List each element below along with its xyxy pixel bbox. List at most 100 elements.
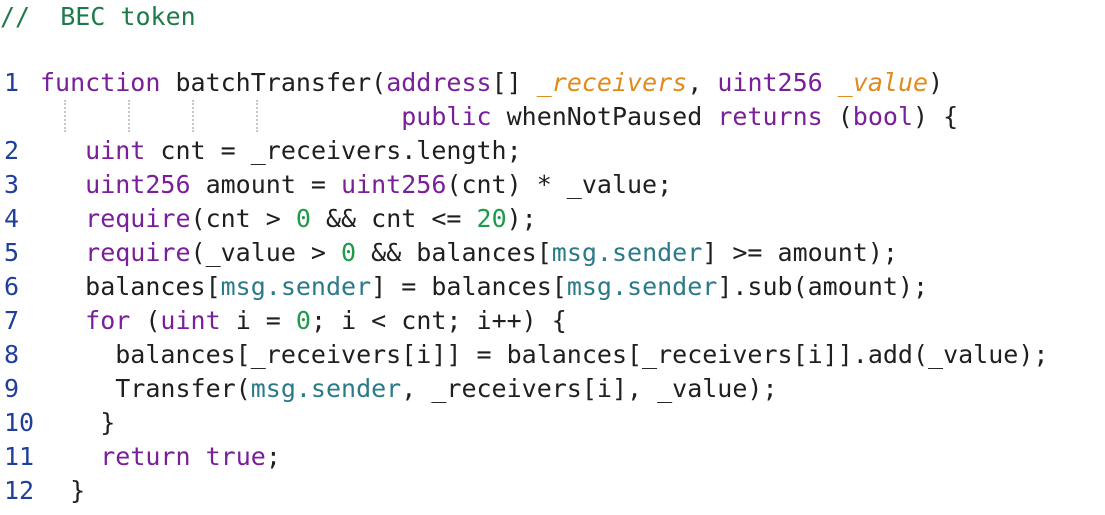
code-token: function bbox=[40, 68, 161, 97]
line-code: uint256 amount = uint256(cnt) * _value; bbox=[40, 168, 672, 202]
code-line: public whenNotPaused returns (bool) { bbox=[0, 100, 958, 134]
code-line: 10 } bbox=[0, 406, 115, 440]
indent-guide bbox=[256, 100, 258, 132]
code-token: public bbox=[401, 102, 492, 131]
line-code: } bbox=[40, 406, 115, 440]
line-number: 7 bbox=[4, 306, 20, 335]
code-token: 0 bbox=[341, 238, 357, 267]
line-number: 10 bbox=[4, 408, 35, 437]
code-token: for bbox=[85, 306, 131, 335]
code-token: batchTransfer( bbox=[160, 68, 387, 97]
indent-guide bbox=[192, 100, 194, 132]
line-code: } bbox=[40, 474, 85, 508]
code-token: uint256 bbox=[341, 170, 447, 199]
line-number: 3 bbox=[4, 170, 20, 199]
code-line: 4 require(cnt > 0 && cnt <= 20); bbox=[0, 202, 537, 236]
code-token: uint bbox=[85, 136, 146, 165]
line-number: 8 bbox=[4, 340, 20, 369]
line-code: require(_value > 0 && balances[msg.sende… bbox=[40, 236, 898, 270]
code-line: 3 uint256 amount = uint256(cnt) * _value… bbox=[0, 168, 672, 202]
code-token: i = bbox=[220, 306, 296, 335]
code-line: 5 require(_value > 0 && balances[msg.sen… bbox=[0, 236, 898, 270]
code-comment: // BEC token bbox=[0, 0, 196, 34]
code-token: } bbox=[40, 476, 86, 505]
code-token: true bbox=[205, 442, 266, 471]
line-code: public whenNotPaused returns (bool) { bbox=[40, 100, 958, 134]
line-number: 11 bbox=[4, 442, 35, 471]
code-token: return bbox=[100, 442, 191, 471]
code-token: (_value > bbox=[190, 238, 342, 267]
code-token: amount = bbox=[190, 170, 342, 199]
code-line: 1 function batchTransfer(address[] _recei… bbox=[0, 66, 943, 100]
code-token bbox=[40, 204, 85, 233]
line-code: function batchTransfer(address[] _receiv… bbox=[40, 66, 943, 100]
code-token: ( bbox=[130, 306, 161, 335]
code-token: Transfer( bbox=[40, 374, 251, 403]
code-token: ] >= amount); bbox=[702, 238, 898, 267]
line-number: 6 bbox=[4, 272, 20, 301]
line-number: 2 bbox=[4, 136, 20, 165]
code-token bbox=[40, 442, 100, 471]
code-token: returns bbox=[717, 102, 823, 131]
line-code: Transfer(msg.sender, _receivers[i], _val… bbox=[40, 372, 778, 406]
code-token bbox=[191, 442, 206, 471]
code-token bbox=[40, 136, 85, 165]
code-token: 20 bbox=[476, 204, 507, 233]
code-line: 9 Transfer(msg.sender, _receivers[i], _v… bbox=[0, 372, 778, 406]
code-token: ; bbox=[265, 442, 281, 471]
line-code: return true; bbox=[40, 440, 281, 474]
code-token: [] bbox=[491, 68, 537, 97]
code-token: uint bbox=[160, 306, 221, 335]
code-token: } bbox=[40, 408, 116, 437]
code-token: balances[ bbox=[40, 272, 221, 301]
line-number: 4 bbox=[4, 204, 20, 233]
code-line: 2 uint cnt = _receivers.length; bbox=[0, 134, 522, 168]
code-token: ); bbox=[506, 204, 537, 233]
code-token: 0 bbox=[295, 306, 311, 335]
line-number: 12 bbox=[4, 476, 35, 505]
line-code: uint cnt = _receivers.length; bbox=[40, 134, 522, 168]
code-token: balances[_receivers[i]] = balances[_rece… bbox=[40, 340, 1049, 369]
code-token: ) { bbox=[913, 102, 959, 131]
code-token: require bbox=[85, 238, 191, 267]
code-line: 8 balances[_receivers[i]] = balances[_re… bbox=[0, 338, 1048, 372]
code-line: 6 balances[msg.sender] = balances[msg.se… bbox=[0, 270, 928, 304]
comment-text: // BEC token bbox=[0, 2, 196, 31]
indent-guide bbox=[64, 100, 66, 132]
code-token: ] = balances[ bbox=[371, 272, 567, 301]
code-token: bool bbox=[852, 102, 914, 131]
code-token: ) bbox=[928, 68, 944, 97]
code-token bbox=[40, 238, 85, 267]
indent-guide bbox=[128, 100, 130, 132]
line-number: 5 bbox=[4, 238, 20, 267]
line-code: for (uint i = 0; i < cnt; i++) { bbox=[40, 304, 567, 338]
line-number: 9 bbox=[4, 374, 20, 403]
code-token bbox=[823, 68, 838, 97]
code-token: ( bbox=[822, 102, 853, 131]
line-code: balances[_receivers[i]] = balances[_rece… bbox=[40, 338, 1048, 372]
code-token: _receivers bbox=[536, 68, 688, 97]
code-token: whenNotPaused bbox=[491, 102, 718, 131]
code-token: msg.sender bbox=[566, 272, 718, 301]
code-token: msg.sender bbox=[220, 272, 372, 301]
code-token: uint256 bbox=[85, 170, 191, 199]
code-token: require bbox=[85, 204, 191, 233]
code-token: ].sub(amount); bbox=[717, 272, 929, 301]
code-token: ; i < cnt; i++) { bbox=[310, 306, 567, 335]
line-code: require(cnt > 0 && cnt <= 20); bbox=[40, 202, 537, 236]
code-token: _value bbox=[837, 68, 929, 97]
code-token: address bbox=[386, 68, 492, 97]
code-token: && balances[ bbox=[356, 238, 552, 267]
code-token: cnt = _receivers.length; bbox=[145, 136, 522, 165]
code-token: 0 bbox=[295, 204, 311, 233]
code-token: , bbox=[687, 68, 718, 97]
code-token bbox=[40, 102, 401, 131]
code-token: uint256 bbox=[717, 68, 823, 97]
code-token: (cnt > bbox=[190, 204, 296, 233]
code-token: , _receivers[i], _value); bbox=[401, 374, 778, 403]
line-number: 1 bbox=[4, 68, 20, 97]
line-code: balances[msg.sender] = balances[msg.send… bbox=[40, 270, 928, 304]
code-token: msg.sender bbox=[250, 374, 402, 403]
code-token bbox=[40, 170, 85, 199]
